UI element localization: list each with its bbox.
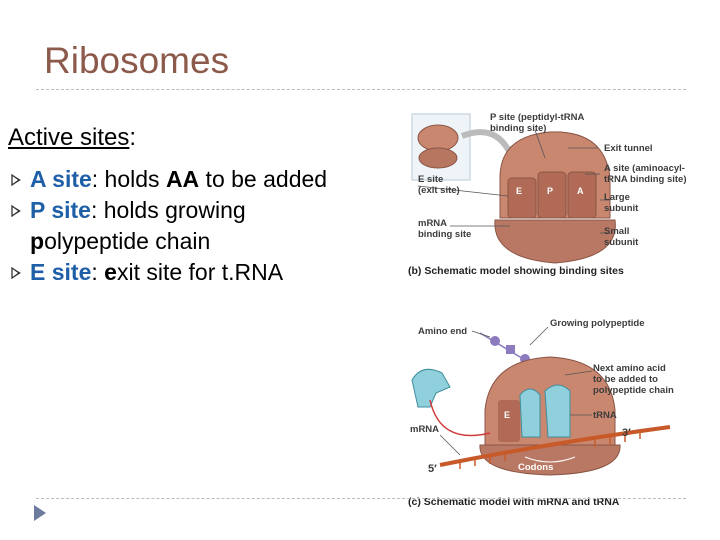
label-line: subunit (604, 237, 639, 248)
bullet-bold: p (30, 228, 45, 254)
three-prime-label: 3′ (622, 427, 631, 439)
bullet-icon (11, 267, 21, 279)
e-site-pocket (507, 177, 537, 219)
bullet-text: : (91, 259, 105, 285)
bullet-text: : holds (91, 166, 166, 192)
label-line: mRNA (418, 218, 448, 229)
e-site-label: E site(exit site) (418, 174, 460, 196)
bullet-text: to be added (199, 166, 328, 192)
e-site-letter: E (504, 410, 510, 420)
site-letter-p: P (547, 186, 553, 196)
e-site-pocket (498, 400, 520, 442)
small-subunit-shape (494, 219, 616, 264)
bullet-list: A site: holds AA to be added P site: hol… (10, 164, 390, 288)
section-heading: Active sites: (8, 124, 136, 152)
p-site-pocket (537, 171, 567, 219)
trna-molecules (519, 384, 571, 438)
label-line: (exit site) (418, 185, 460, 196)
next-slide-arrow-icon[interactable] (34, 505, 46, 521)
label-line: E site (418, 174, 444, 185)
ribosome-binding-sites-figure: E P A (411, 113, 616, 264)
bullet-text: xit site for t.RNA (116, 259, 284, 285)
inset-small-subunit (418, 147, 458, 169)
five-prime-label: 5′ (428, 463, 437, 475)
list-item: P site: holds growing polypeptide chain (10, 195, 390, 257)
exit-tunnel-label: Exit tunnel (604, 143, 653, 154)
title-divider (36, 89, 686, 90)
leader-lines (439, 326, 593, 456)
arrow-icon (429, 399, 491, 437)
label-line: tRNA binding site) (604, 174, 687, 185)
list-item: E site: exit site for t.RNA (10, 257, 390, 288)
a-site-label: A site (aminoacyl-tRNA binding site) (604, 163, 687, 185)
leader-lines (417, 129, 610, 234)
bullet-lead: A site (30, 166, 92, 192)
label-line: subunit (604, 203, 639, 214)
label-line: to be added to (593, 374, 658, 385)
label-line: A site (aminoacyl- (604, 163, 685, 174)
figure-c-caption: (c) Schematic model with mRNA and tRNA (408, 496, 620, 508)
label-line: Small (604, 226, 630, 237)
label-line: binding site) (490, 123, 547, 134)
free-trna-icon (411, 368, 451, 408)
mrna-label: mRNA (410, 424, 440, 435)
site-letter-e: E (516, 186, 522, 196)
label-line: binding site (418, 229, 472, 240)
heading-text: Active sites (8, 124, 130, 151)
inset-large-subunit (417, 124, 459, 152)
a-site-pocket (567, 171, 597, 219)
codons-bracket (524, 456, 576, 463)
bullet-icon (11, 205, 21, 217)
bullet-icon (11, 174, 21, 186)
footer-divider (36, 498, 686, 499)
site-letter-a: A (577, 186, 584, 196)
label-line: Next amino acid (593, 363, 666, 374)
trna-label: tRNA (593, 410, 617, 421)
bullet-lead: E site (30, 259, 92, 285)
label-line: P site (peptidyl-tRNA (490, 112, 585, 123)
ribosome-mrna-trna-figure: E (411, 326, 671, 476)
amino-end-label: Amino end (418, 326, 468, 337)
bullet-text: olypeptide chain (44, 228, 211, 254)
mrna-bases (459, 431, 641, 469)
label-line: polypeptide chain (593, 385, 674, 396)
bullet-bold: e (104, 259, 117, 285)
heading-colon: : (129, 124, 137, 151)
list-item: A site: holds AA to be added (10, 164, 390, 195)
bullet-lead: P site (30, 197, 91, 223)
label-line: Large (604, 192, 630, 203)
codons-label: Codons (518, 462, 554, 473)
slide-title: Ribosomes (44, 40, 230, 81)
figure-b-caption: (b) Schematic model showing binding site… (408, 265, 624, 277)
bullet-bold: AA (165, 166, 200, 192)
bullet-text: : holds growing (90, 197, 246, 223)
growing-polypeptide-label: Growing polypeptide (550, 318, 645, 329)
